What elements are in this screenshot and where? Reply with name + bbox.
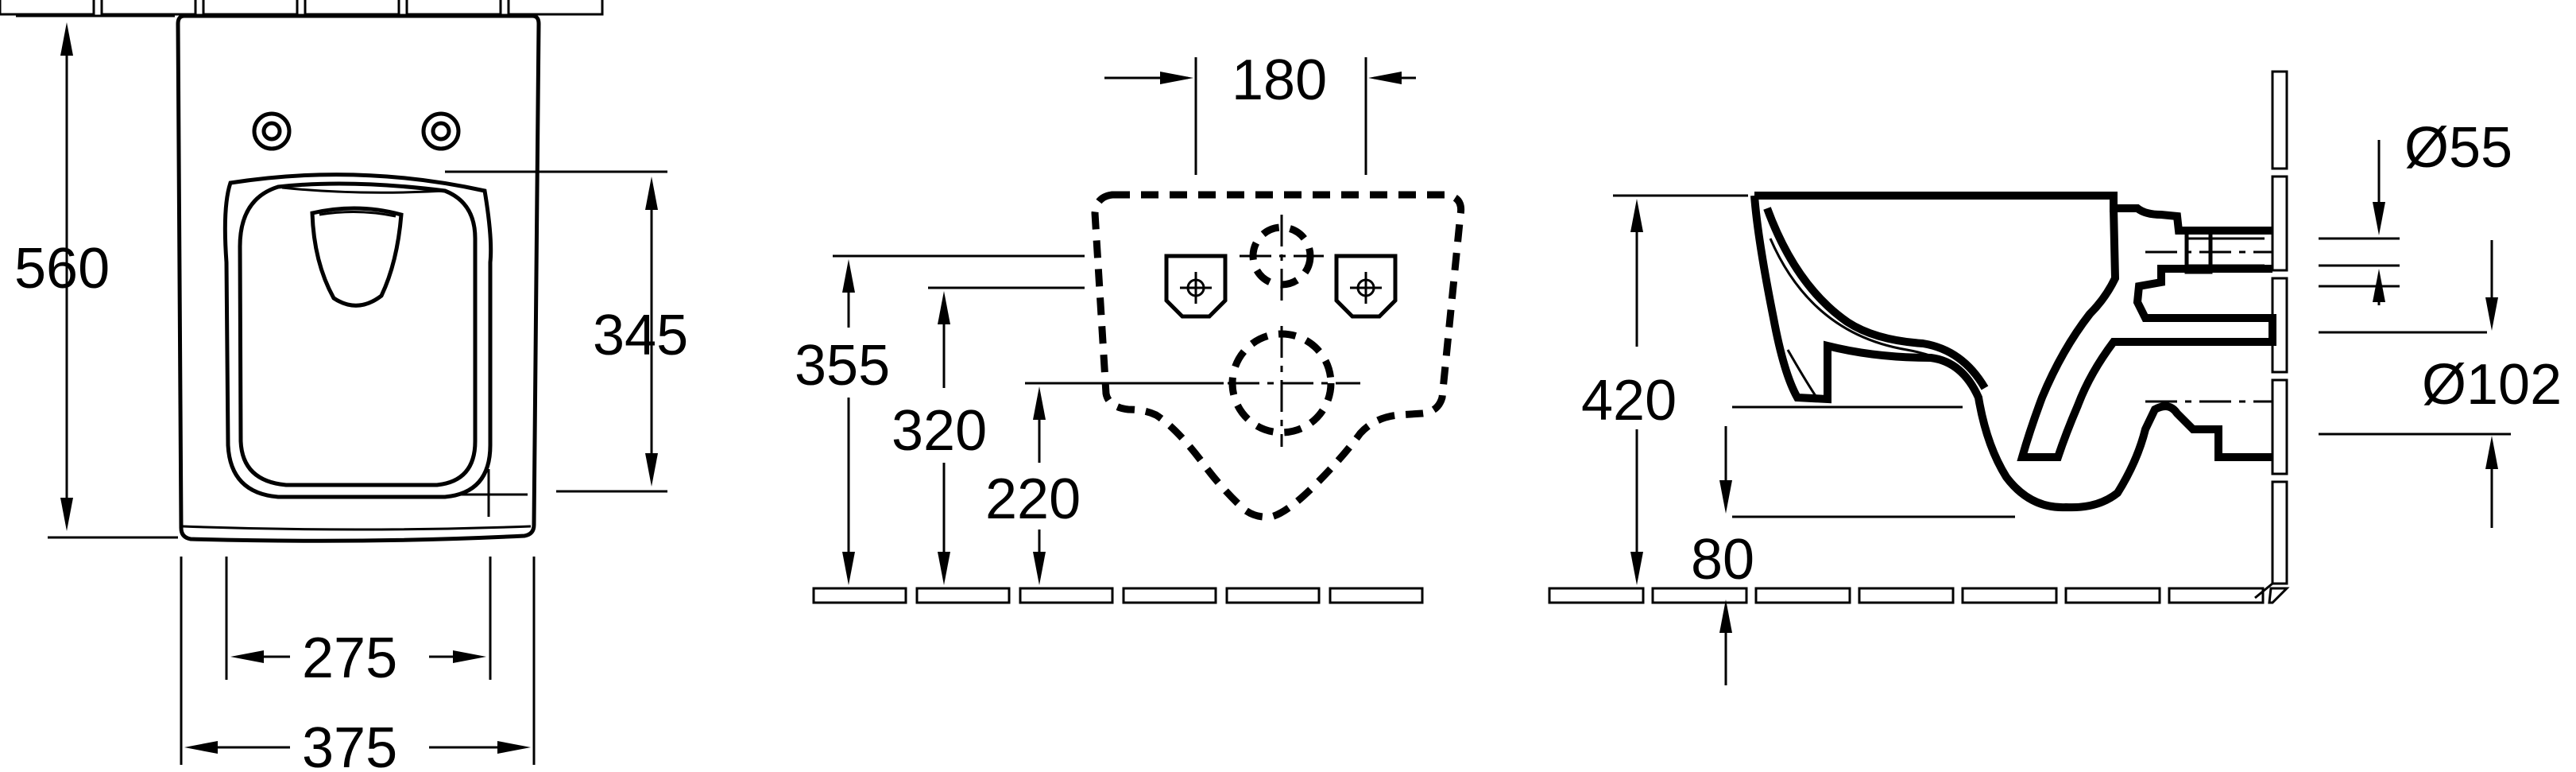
top-wall-tiles [0,0,604,16]
seat-hinge [281,186,446,194]
dim-height-waste: 220 [985,467,1081,531]
dim-outlet-diameter: Ø102 [2422,353,2562,417]
dim-pan-height: 420 [1581,369,1677,433]
floor-tiles-middle [812,587,1424,604]
dim-height-upper-fixing: 355 [795,334,890,398]
fixing-bracket-right [1334,254,1398,319]
bowl-rim [182,525,532,531]
dim-height-lower-fixing: 320 [892,399,987,463]
wall-tiles-right [2254,70,2288,599]
seat-inner [238,181,478,487]
fixing-hole-right [421,111,461,151]
inlet-connector [2145,230,2272,274]
dim-outlet-offset: 80 [1691,528,1754,592]
dim-width-total: 375 [302,716,397,772]
floor-tiles-right [1548,587,2290,604]
bowl-profile-outer [1750,192,2272,512]
dim-height-total: 560 [14,237,110,301]
bowl-trap [2017,208,2276,461]
fixing-hole-left [252,111,292,151]
bowl-inner-surface [1763,207,1989,390]
seat-outline [222,173,493,499]
bowl-back-outline [1091,191,1465,521]
front-view: 560 345 275 375 [0,0,688,772]
fixing-bracket-left [1164,254,1228,319]
dim-inlet-diameter: Ø55 [2404,116,2512,180]
side-view: 420 80 Ø55 Ø102 [1548,70,2562,685]
dim-height-seat: 345 [593,304,688,367]
bowl-outline [176,14,541,543]
dim-fixing-spacing: 180 [1232,48,1327,112]
wall-view: 180 355 320 220 [795,48,1465,604]
bowl-opening [310,206,404,308]
dim-width-inner: 275 [302,627,397,690]
